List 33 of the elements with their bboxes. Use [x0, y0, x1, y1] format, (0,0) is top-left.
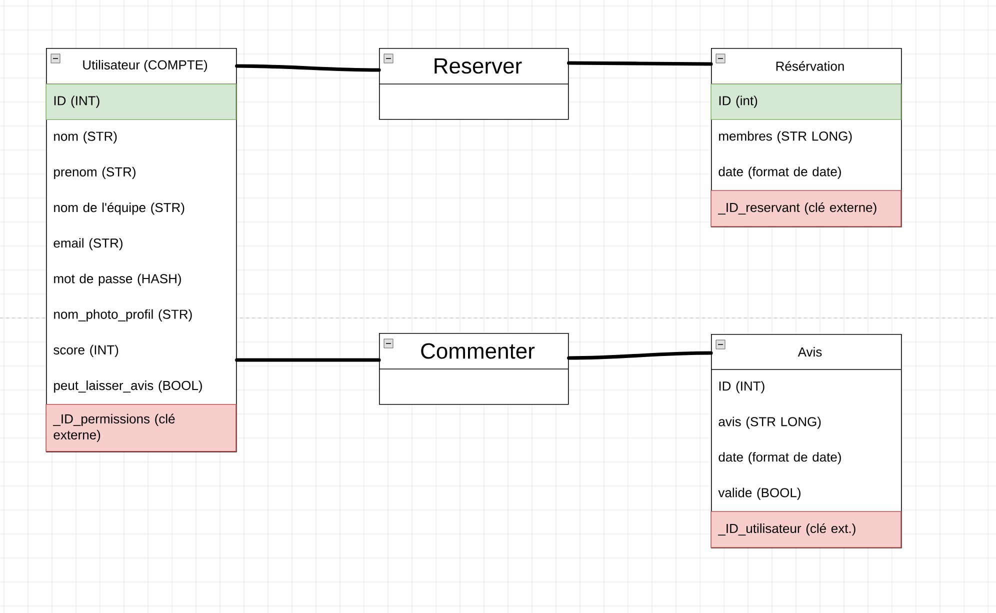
table-row: date (format de date) [718, 452, 841, 464]
table-row: _ID_reservant (clé externe) [710, 190, 902, 227]
table-row: nom_photo_profil (STR) [54, 309, 192, 322]
table-row: email (STR) [54, 238, 122, 250]
connector-line [567, 351, 713, 360]
table-row: nom (STR) [54, 131, 117, 144]
table-title: Reserver [434, 58, 522, 74]
table-row: valide (BOOL) [718, 488, 800, 500]
table-title: Avis [798, 347, 822, 357]
table-row: date (format de date) [718, 166, 841, 179]
table-row: membres (STR LONG) [719, 131, 852, 144]
table-title: Utilisateur (COMPTE) [83, 60, 208, 72]
table-title: Résérvation [776, 61, 844, 71]
table-row: prenom (STR) [54, 166, 136, 180]
connector-line [235, 358, 381, 362]
entity-table [710, 334, 902, 548]
table-row: peut_laisser_avis (BOOL) [54, 380, 202, 393]
table-row: score (INT) [54, 344, 118, 358]
table-row: nom de l'équipe (STR) [54, 202, 184, 215]
table-row: _ID_utilisateur (clé ext.) [710, 511, 902, 548]
table-row: ID (INT) [46, 84, 236, 120]
table-row: _ID_permissions (clé externe) [46, 404, 236, 452]
table-title: Commenter [421, 343, 535, 359]
connector-line [567, 61, 713, 66]
entity-table [710, 48, 902, 228]
entity-table [46, 48, 237, 452]
table-row: ID (INT) [719, 381, 764, 394]
connector-line [235, 64, 381, 72]
table-row: mot de passe (HASH) [54, 274, 181, 286]
table-row: avis (STR LONG) [718, 416, 821, 429]
relationship-box [378, 333, 569, 405]
relationship-box [378, 48, 569, 120]
table-row: ID (int) [710, 84, 902, 120]
